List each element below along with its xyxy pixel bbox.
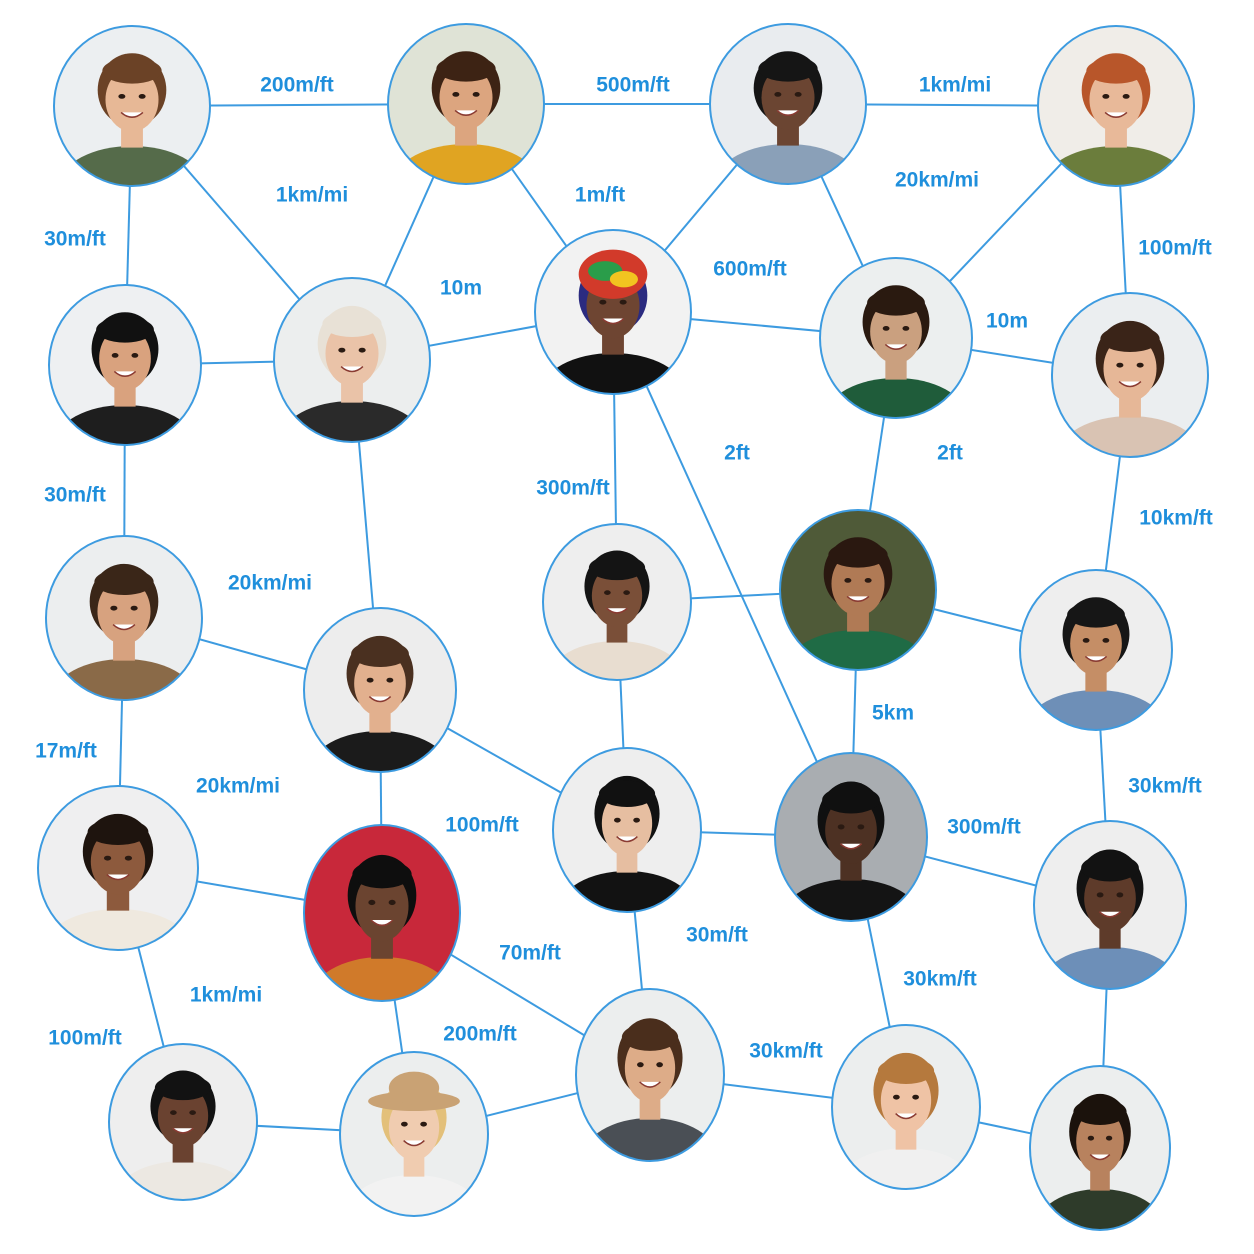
person-portrait-icon xyxy=(780,510,936,707)
distance-label-n4-n9: 100m/ft xyxy=(1138,237,1212,260)
distance-label-n22-n23: 30km/ft xyxy=(749,1040,823,1063)
person-node-n4 xyxy=(1038,26,1194,223)
distance-label-n8-n9: 10m xyxy=(986,310,1028,333)
person-portrait-icon xyxy=(1034,821,1186,1028)
distance-label-n15-n20: 100m/ft xyxy=(48,1027,122,1050)
person-portrait-icon xyxy=(274,278,430,480)
person-portrait-icon xyxy=(820,258,972,455)
person-portrait-icon xyxy=(553,748,701,950)
person-portrait-icon xyxy=(576,989,724,1201)
distance-label-n21-n22: 200m/ft xyxy=(443,1023,517,1046)
person-node-n7 xyxy=(535,230,691,432)
person-node-n19 xyxy=(1034,821,1186,1028)
person-portrait-icon xyxy=(775,753,927,960)
person-portrait-icon xyxy=(1052,293,1208,495)
person-portrait-icon xyxy=(304,825,460,1041)
distance-label-n16-n21: 1km/mi xyxy=(190,984,262,1007)
person-node-n8 xyxy=(820,258,972,455)
person-node-n23 xyxy=(832,1025,980,1227)
person-node-n21 xyxy=(340,1052,488,1254)
person-node-n2 xyxy=(388,24,544,221)
person-portrait-icon xyxy=(388,24,544,221)
distance-label-n10-n11: 20km/mi xyxy=(228,572,312,595)
person-node-n1 xyxy=(54,26,210,223)
person-portrait-icon xyxy=(832,1025,980,1227)
distance-label-n16-n22: 70m/ft xyxy=(499,942,561,965)
person-node-n13 xyxy=(780,510,936,707)
distance-label-n9-n14: 10km/ft xyxy=(1139,507,1213,530)
distance-label-n7-n18: 2ft xyxy=(724,442,750,465)
person-node-n9 xyxy=(1052,293,1208,495)
person-node-n3 xyxy=(710,24,866,221)
person-portrait-icon xyxy=(1020,570,1172,767)
distance-label-n1-n6: 1km/mi xyxy=(276,184,348,207)
person-node-n15 xyxy=(38,786,198,988)
distance-label-n1-n5: 30m/ft xyxy=(44,228,106,251)
person-node-n14 xyxy=(1020,570,1172,767)
person-portrait-icon xyxy=(38,786,198,988)
distance-label-n5-n10: 30m/ft xyxy=(44,484,106,507)
person-portrait-icon xyxy=(109,1044,257,1236)
person-portrait-icon xyxy=(46,536,202,738)
distance-label-n7-n8: 600m/ft xyxy=(713,258,787,281)
person-portrait-icon xyxy=(1030,1066,1170,1254)
person-portrait-icon xyxy=(535,230,691,432)
person-node-n24 xyxy=(1030,1066,1170,1254)
person-node-n18 xyxy=(775,753,927,960)
distance-label-n10-n15: 17m/ft xyxy=(35,740,97,763)
person-portrait-icon xyxy=(543,524,691,716)
distance-label-n14-n19: 30km/ft xyxy=(1128,775,1202,798)
person-portrait-icon xyxy=(710,24,866,221)
distance-label-n13-n18: 5km xyxy=(872,702,914,725)
person-node-n6 xyxy=(274,278,430,480)
distance-label-n3-n8: 20km/mi xyxy=(895,169,979,192)
distance-label-n6-n7: 10m xyxy=(440,277,482,300)
person-node-n16 xyxy=(304,825,460,1041)
person-portrait-icon xyxy=(1038,26,1194,223)
distance-label-n7-n12: 300m/ft xyxy=(536,477,610,500)
distance-label-n1-n2: 200m/ft xyxy=(260,74,334,97)
person-node-n12 xyxy=(543,524,691,716)
distance-label-n17-n22: 30m/ft xyxy=(686,924,748,947)
distance-label-n2-n7: 1m/ft xyxy=(575,184,625,207)
person-portrait-icon xyxy=(54,26,210,223)
person-node-n10 xyxy=(46,536,202,738)
distance-label-n3-n4: 1km/mi xyxy=(919,74,991,97)
distance-label-n18-n19: 300m/ft xyxy=(947,816,1021,839)
person-node-n22 xyxy=(576,989,724,1201)
node-layer xyxy=(38,24,1208,1254)
person-portrait-icon xyxy=(340,1052,488,1254)
distance-label-n8-n13: 2ft xyxy=(937,442,963,465)
distance-label-n18-n23: 30km/ft xyxy=(903,968,977,991)
person-node-n20 xyxy=(109,1044,257,1236)
distance-label-n11-n17: 100m/ft xyxy=(445,814,519,837)
distance-label-n11-n16: 20km/mi xyxy=(196,775,280,798)
person-node-n17 xyxy=(553,748,701,950)
distance-label-n2-n3: 500m/ft xyxy=(596,74,670,97)
